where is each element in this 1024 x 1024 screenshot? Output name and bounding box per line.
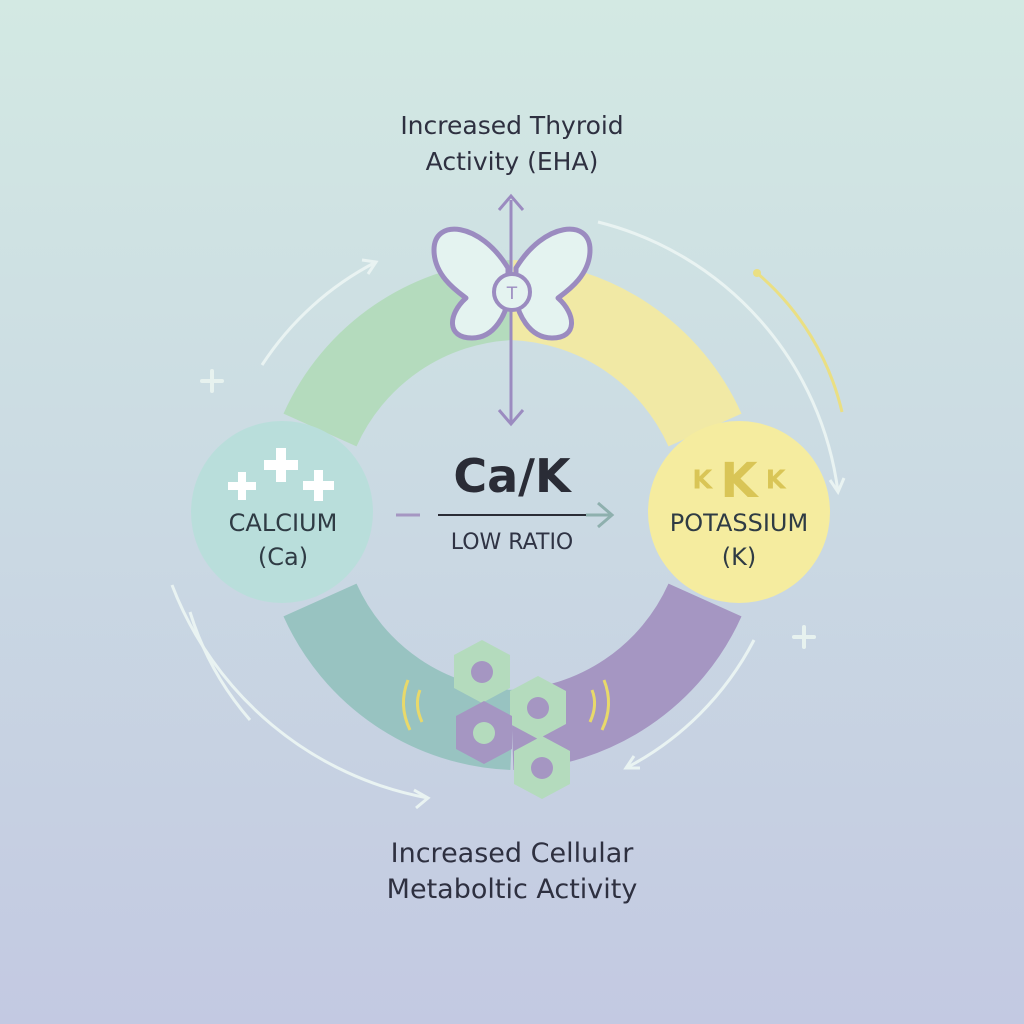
ratio-title: Ca/K	[453, 449, 571, 503]
thyroid-activity-line2: Activity (EHA)	[425, 147, 599, 176]
outer-arc-bottom-right-arrowhead	[623, 755, 640, 770]
cellular-activity-label: Increased Cellular Metaboltic Activity	[262, 836, 762, 908]
outer-arc-bottom-left-arrowhead	[413, 788, 431, 810]
outer-arc-top-left-arrowhead	[361, 258, 379, 275]
right-arrow-icon	[597, 501, 615, 529]
outer-arc-top-left	[260, 260, 377, 366]
potassium-letter-1: K	[692, 465, 713, 496]
cellular-activity-line1: Increased Cellular	[390, 838, 634, 869]
outer-arc-bottom-left	[170, 584, 429, 800]
thyroid-badge-letter: T	[506, 284, 518, 304]
thyroid-activity-label: Increased Thyroid Activity (EHA)	[312, 108, 712, 180]
cell-cluster-icon	[402, 640, 610, 799]
plus-cluster-icon	[228, 448, 334, 501]
outer-arc-left-inner	[188, 611, 252, 721]
outer-arc-yellow	[756, 271, 844, 413]
calcium-symbol: (Ca)	[257, 543, 309, 571]
potassium-name: POTASSIUM	[669, 509, 809, 537]
thyroid-activity-line1: Increased Thyroid	[400, 111, 624, 140]
outer-arc-top-right-arrowhead	[828, 477, 846, 496]
potassium-letter-3: K	[765, 465, 786, 496]
potassium-label: POTASSIUM (K)	[648, 506, 830, 574]
calcium-label: CALCIUM (Ca)	[192, 506, 374, 574]
potassium-letter-2: K	[720, 452, 758, 509]
potassium-symbol: (K)	[721, 543, 757, 571]
plus-mark-left	[200, 369, 224, 393]
plus-mark-right	[792, 625, 816, 649]
outer-arc-top-right	[597, 220, 840, 493]
calcium-node	[191, 421, 373, 603]
outer-arc-yellow-dot	[753, 269, 761, 277]
cellular-activity-line2: Metaboltic Activity	[386, 874, 638, 905]
down-arrow-icon	[497, 409, 525, 427]
calcium-name: CALCIUM	[228, 509, 338, 537]
thyroid-icon	[431, 226, 593, 341]
ratio-subtitle: LOW RATIO	[450, 530, 574, 555]
outer-arc-bottom-right	[625, 639, 756, 770]
up-arrow-icon	[497, 193, 525, 211]
potassium-node	[648, 421, 830, 603]
